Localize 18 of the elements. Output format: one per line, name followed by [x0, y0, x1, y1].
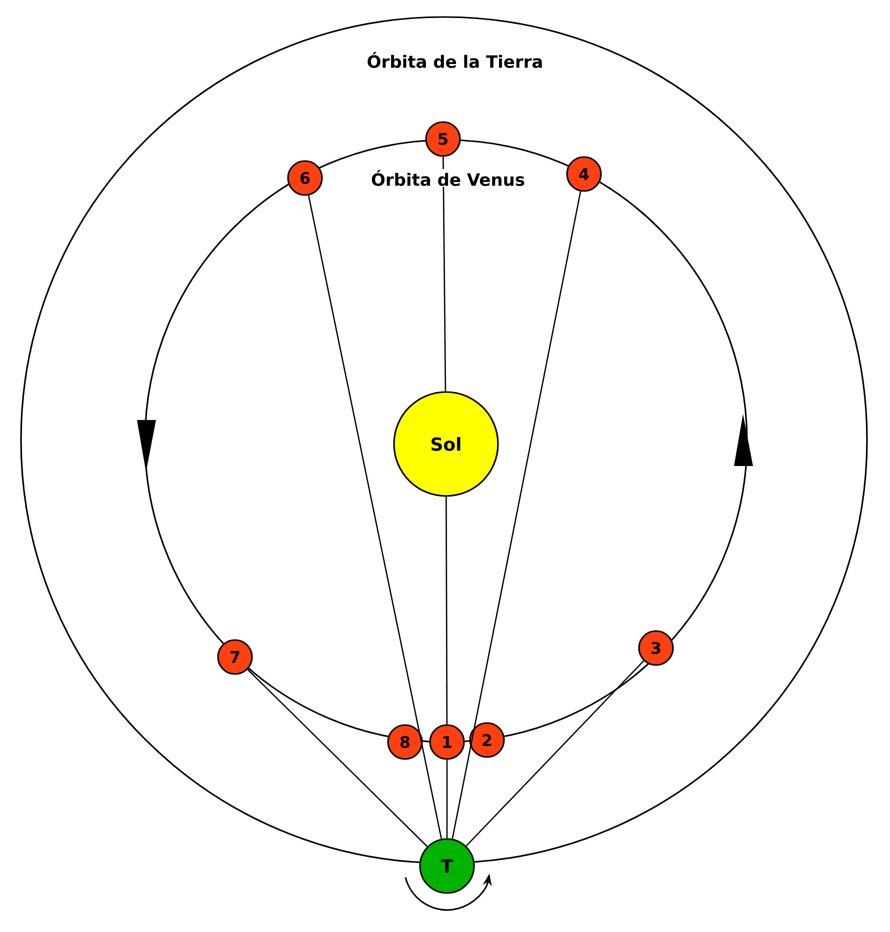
venus-planet: 1 — [429, 724, 465, 760]
earth-planet: T — [419, 838, 475, 894]
sight-line — [446, 496, 448, 724]
venus-planet: 3 — [638, 630, 674, 666]
venus-planet: 8 — [387, 724, 423, 760]
sight-line — [308, 195, 442, 839]
venus-planet: 7 — [217, 639, 253, 675]
sight-line — [466, 660, 644, 846]
sight-line — [446, 760, 448, 838]
orbit-label: Órbita de la Tierra — [366, 51, 544, 69]
orbit-label: Órbita de Venus — [370, 169, 526, 187]
venus-planet: 5 — [425, 121, 461, 157]
sight-line — [247, 669, 428, 847]
sight-line — [452, 191, 582, 839]
venus-planet: 6 — [287, 160, 323, 196]
sight-line — [442, 156, 446, 392]
venus-planet: 2 — [469, 722, 505, 758]
venus-planet: 4 — [566, 156, 602, 192]
